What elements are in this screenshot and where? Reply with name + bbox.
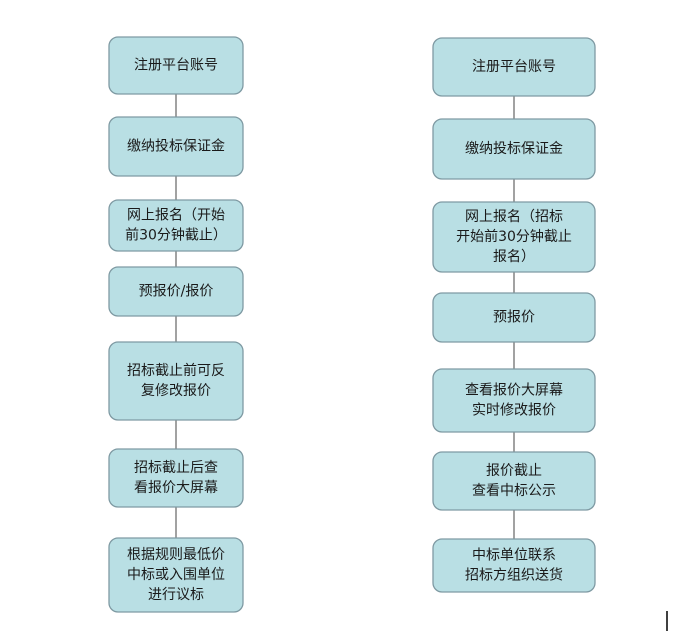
step-box: [432, 37, 596, 97]
step-label-line: 复修改报价: [141, 382, 211, 399]
step-label-line: 看报价大屏幕: [134, 480, 218, 496]
step-label-line: 网上报名（开始: [127, 208, 225, 224]
step-box: [108, 537, 244, 613]
step-box: [108, 341, 244, 421]
step-box: [432, 368, 596, 433]
step-label-line: 招标截止后查: [134, 460, 218, 476]
step-box: [108, 36, 244, 95]
step-box: [432, 538, 596, 593]
step-label-line: 实时修改报价: [472, 403, 556, 419]
step-label-line: 注册平台账号: [134, 58, 218, 74]
step-box: [108, 199, 244, 252]
right-step-2: 缴纳投标保证金: [432, 118, 596, 180]
step-box: [432, 118, 596, 180]
step-label-line: 查看报价大屏幕: [465, 383, 563, 399]
step-box: [432, 201, 596, 273]
step-label-line: 查看中标公示: [472, 483, 556, 499]
step-label-line: 报名）: [493, 249, 535, 265]
step-label-line: 预报价: [493, 310, 535, 326]
left-step-3: 网上报名（开始前30分钟截止）: [108, 199, 244, 252]
step-label-line: 根据规则最低价: [127, 547, 225, 563]
left-step-4: 预报价/报价: [108, 266, 244, 317]
step-label-line: 前30分钟截止）: [125, 227, 227, 244]
step-box: [108, 448, 244, 508]
step-label-line: 招标方组织送货: [465, 567, 563, 584]
step-label-line: 中标单位联系: [472, 548, 556, 564]
step-label-line: 招标截止前可反: [127, 362, 225, 379]
flow-steps: 注册平台账号缴纳投标保证金网上报名（开始前30分钟截止）预报价/报价招标截止前可…: [108, 36, 596, 613]
right-step-4: 预报价: [432, 292, 596, 343]
step-box: [432, 292, 596, 343]
step-box: [432, 451, 596, 511]
step-label-line: 报价截止: [486, 463, 542, 479]
step-label-line: 网上报名（招标: [465, 209, 563, 225]
step-label-line: 开始前30分钟截止: [456, 228, 572, 245]
step-label-line: 注册平台账号: [472, 59, 556, 75]
right-step-1: 注册平台账号: [432, 37, 596, 97]
connectors: [175, 94, 515, 539]
step-label-line: 进行议标: [148, 587, 204, 603]
step-label-line: 缴纳投标保证金: [465, 141, 563, 157]
left-step-1: 注册平台账号: [108, 36, 244, 95]
step-box: [108, 266, 244, 317]
step-label-line: 预报价/报价: [139, 284, 214, 300]
step-label-line: 中标或入围单位: [127, 567, 225, 583]
left-step-2: 缴纳投标保证金: [108, 116, 244, 177]
step-box: [108, 116, 244, 177]
step-label-line: 缴纳投标保证金: [127, 139, 225, 155]
